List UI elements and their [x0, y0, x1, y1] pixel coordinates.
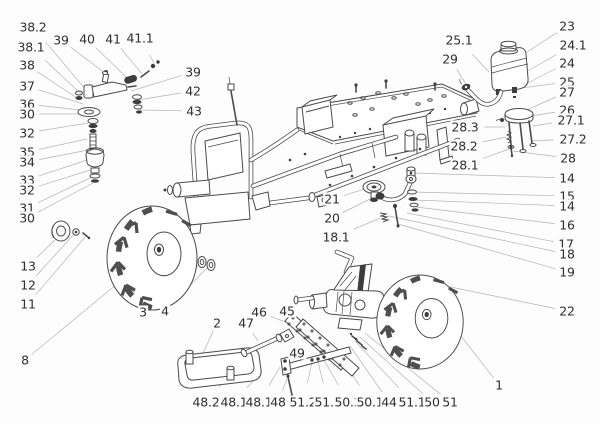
- support-bar: [280, 332, 367, 398]
- leader-line-36: [39, 105, 81, 111]
- leader-line-33: [38, 159, 88, 177]
- rear-wheel: [377, 275, 463, 369]
- bearing-rings: [197, 256, 216, 271]
- leader-line-35: [38, 138, 88, 150]
- leader-line-47: [252, 333, 259, 342]
- leader-line-28.2: [482, 136, 507, 143]
- leader-line-34: [38, 149, 89, 160]
- leader-line-37: [38, 89, 84, 105]
- leader-line-20: [342, 196, 375, 213]
- leader-line-25.1: [472, 53, 490, 73]
- leader-line-42: [137, 92, 182, 101]
- leader-line-41.1: [149, 54, 155, 64]
- fuel-tank-assembly: [459, 40, 529, 107]
- hose-connector: [459, 78, 471, 91]
- leader-line-32: [38, 169, 91, 187]
- leader-line-28.1: [483, 148, 510, 159]
- leader-line-17: [406, 212, 555, 243]
- leader-line-51.2: [306, 361, 313, 384]
- steering-knuckle-assembly: [75, 60, 160, 183]
- leader-line-26: [531, 111, 556, 117]
- leader-line-14: [413, 199, 555, 206]
- leader-line-41: [120, 48, 143, 75]
- front-wheel: [107, 206, 197, 310]
- roller-rod: [240, 328, 295, 358]
- leader-line-11: [35, 236, 86, 295]
- leader-line-40: [95, 47, 128, 79]
- leader-line-8: [31, 283, 118, 355]
- leader-line-51.1: [317, 361, 324, 384]
- leader-line-13: [36, 237, 58, 258]
- leader-line-38.2: [45, 41, 87, 91]
- leader-line-44: [349, 345, 383, 393]
- leader-line-39: [130, 75, 182, 92]
- leader-line-32: [38, 122, 89, 132]
- leader-line-30: [37, 182, 94, 213]
- leader-line-23: [520, 32, 557, 57]
- chassis-frame: [163, 76, 480, 235]
- leader-line-24.1: [525, 54, 557, 73]
- leader-line-27.2: [531, 139, 554, 142]
- leader-line-50.2: [323, 359, 339, 386]
- leader-line-39: [70, 47, 106, 74]
- leader-line-16: [415, 206, 555, 224]
- leader-line-51.1: [354, 340, 400, 389]
- leader-line-18.1: [353, 217, 381, 230]
- leader-line-43: [139, 109, 182, 112]
- bumper-frame: [177, 347, 262, 389]
- leader-line-48: [282, 378, 288, 391]
- leader-line-12: [35, 233, 75, 277]
- leader-line-29: [456, 69, 467, 85]
- leader-line-31: [37, 176, 93, 204]
- front-axle-hardware: [51, 220, 91, 242]
- leader-line-38: [37, 71, 81, 101]
- leader-line-15: [412, 191, 555, 197]
- leader-line-14: [413, 172, 555, 178]
- support-bracket: [495, 108, 537, 158]
- leader-line-18: [388, 215, 556, 252]
- leader-line-1: [460, 335, 494, 379]
- leader-line-46: [270, 315, 289, 324]
- leader-line-50: [359, 336, 424, 395]
- leader-line-19: [397, 223, 556, 270]
- leader-line-28: [512, 150, 556, 157]
- gearbox-assembly: [293, 249, 404, 331]
- leader-line-38.1: [44, 60, 83, 96]
- leader-line-27.1: [532, 122, 552, 127]
- leader-line-48.1: [268, 366, 281, 386]
- steering-drag-link: [362, 166, 419, 228]
